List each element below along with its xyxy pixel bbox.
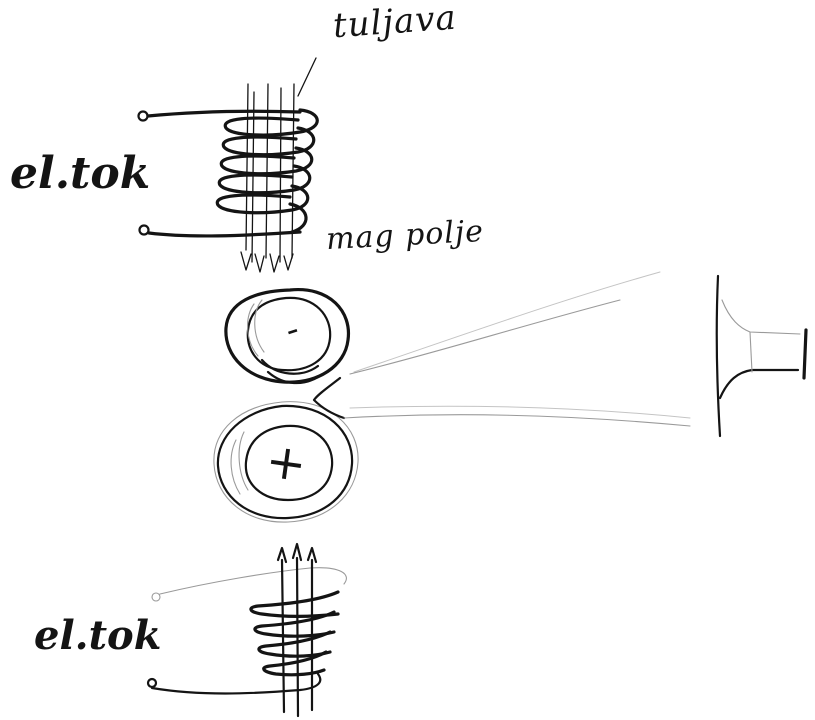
bottom-roller xyxy=(213,401,359,523)
bottom-wire-lower xyxy=(150,672,322,695)
top-terminal-lower xyxy=(138,224,150,236)
positive-charge-sign: + xyxy=(262,432,310,494)
speaker-icon xyxy=(715,274,808,438)
top-terminal-upper xyxy=(137,110,149,122)
top-current-label: el.tok xyxy=(10,148,151,199)
bottom-coil-windings xyxy=(249,590,340,677)
bottom-field-lines xyxy=(276,542,318,718)
top-field-lines xyxy=(240,83,295,273)
top-roller xyxy=(224,288,351,385)
top-wire-lower xyxy=(147,230,302,238)
bottom-terminal-lower xyxy=(146,677,158,689)
paper-sheet xyxy=(312,271,691,427)
bottom-wire-upper xyxy=(159,567,347,595)
bottom-terminal-upper xyxy=(151,592,161,602)
bottom-current-label: el.tok xyxy=(34,612,162,659)
coil-label-pointer xyxy=(297,57,317,97)
bottom-coil xyxy=(146,542,347,718)
top-wire-upper xyxy=(146,109,302,118)
top-coil-windings xyxy=(215,108,319,234)
top-coil xyxy=(137,57,319,273)
